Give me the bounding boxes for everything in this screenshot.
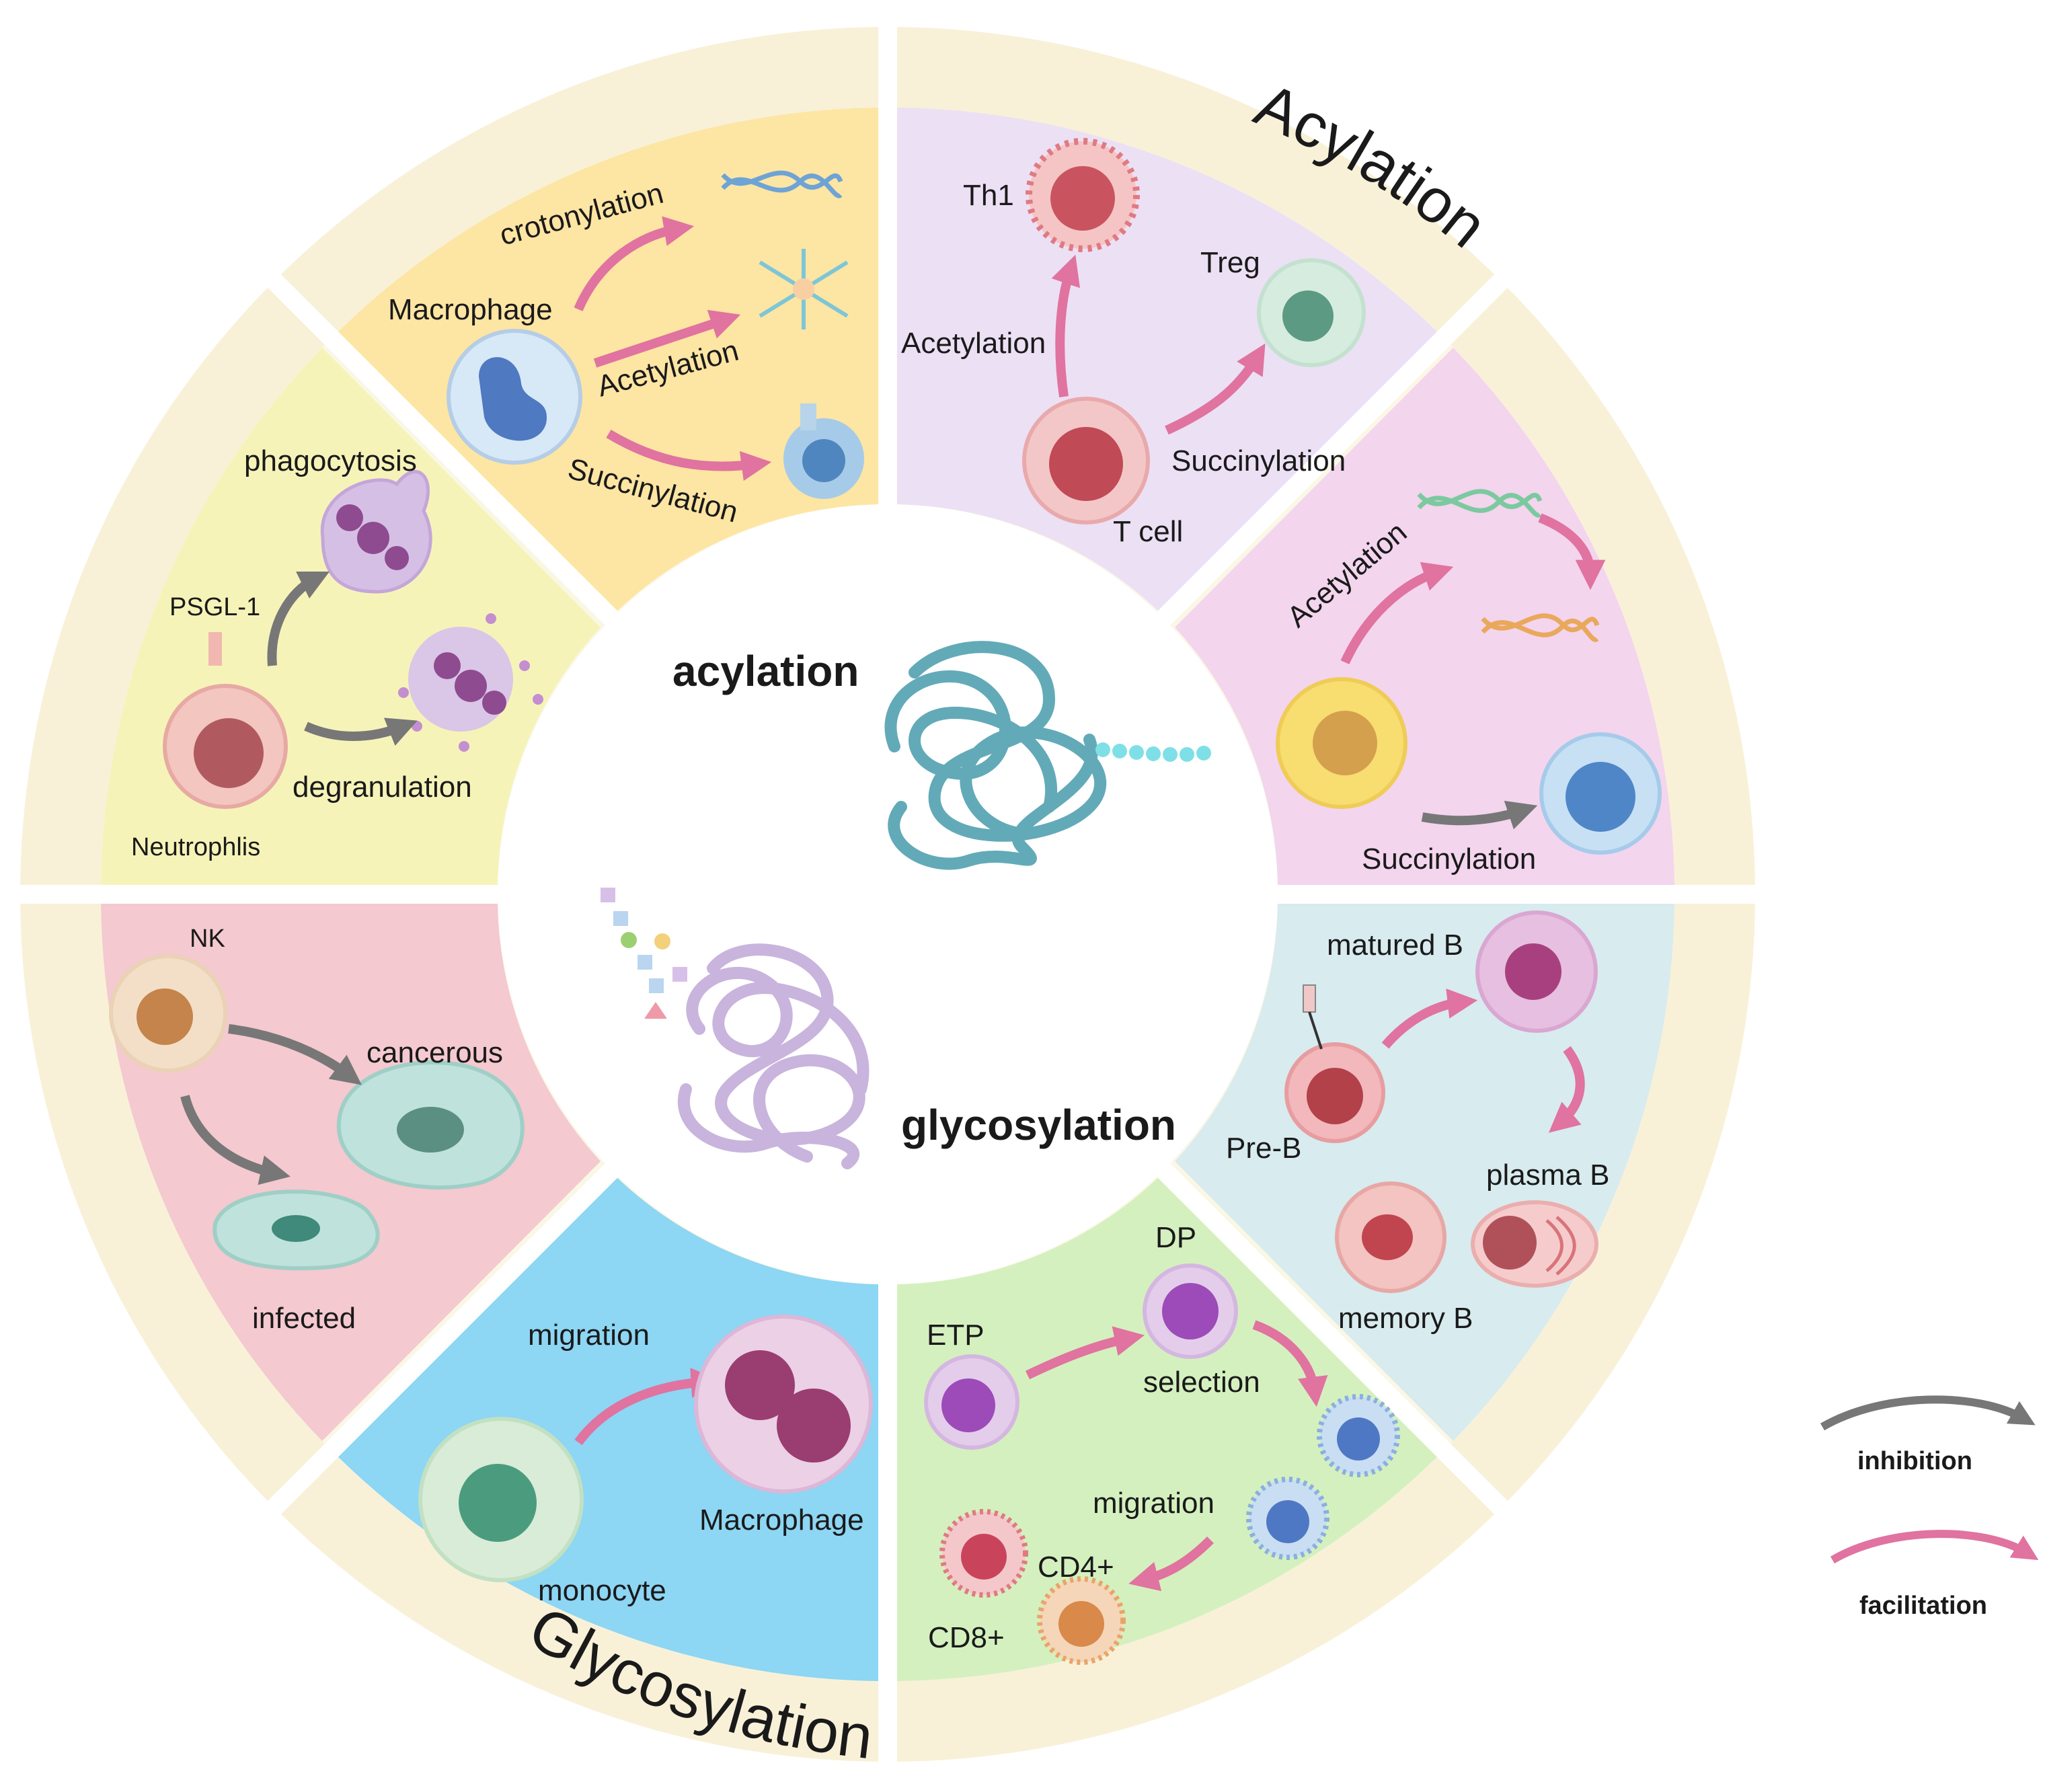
cd4-label: CD4+ (1038, 1551, 1114, 1584)
th1-label: Th1 (963, 179, 1014, 212)
legend-inhibition-arrow (1820, 1395, 2036, 1431)
preb-matured-arrow (1381, 988, 1478, 1049)
cd8-label: CD8+ (928, 1621, 1005, 1654)
etp-cell (924, 1354, 1019, 1450)
dp-selection-arrow (1252, 1320, 1328, 1407)
monocyte-cell (418, 1417, 584, 1582)
macrophage-label: Macrophage (388, 293, 553, 326)
tcell-label: T cell (1113, 515, 1183, 548)
monocyte-migration-arrow (574, 1368, 722, 1446)
neutrophil-cell (163, 632, 288, 809)
macrophage-succinylation-arrow (606, 429, 772, 481)
legend-inhibition-label: inhibition (1857, 1447, 1972, 1475)
macrophage-cell (447, 329, 582, 465)
tcell-acetylation-arrow (1051, 254, 1081, 397)
selection-label: selection (1143, 1366, 1260, 1399)
acylated-protein-icon (884, 641, 1107, 870)
etp-label: ETP (927, 1319, 985, 1352)
nucleosome-icon (759, 249, 849, 329)
phagocytosis-arrow (267, 571, 330, 666)
legend-facilitation-arrow (1830, 1530, 2039, 1564)
sector-bcell-glycosylation (1175, 901, 1674, 1441)
bcell-acyl-acetylation-arrow (1340, 561, 1454, 664)
treg-cell (1257, 258, 1366, 367)
plasma-b-label: plasma B (1486, 1159, 1609, 1192)
phagocytosis-cell (320, 470, 432, 594)
cancerous-label: cancerous (366, 1036, 503, 1069)
legend-facilitation-label: facilitation (1859, 1592, 1987, 1620)
dna-transition-arrow (1538, 513, 1606, 590)
center-label-glycosylation: glycosylation (901, 1101, 1176, 1149)
acyl-chain-icon (1095, 742, 1211, 762)
psgl1-label: PSGL-1 (169, 593, 260, 621)
etp-dp-arrow (1025, 1326, 1145, 1380)
dp-label: DP (1155, 1221, 1196, 1254)
selected-thymocyte-cell (1317, 1394, 1400, 1477)
glycosylated-protein-icon (678, 943, 870, 1169)
bcell-acyl-dna2-icon (1481, 613, 1600, 642)
degranulation-cell (398, 613, 543, 752)
memory-b-label: memory B (1338, 1302, 1473, 1335)
th1-cell (1026, 138, 1140, 252)
tcell-succinylation-label: Succinylation (1171, 444, 1346, 477)
bcell-acyl-succinylation-arrow (1421, 800, 1538, 830)
bcell-acyl-cell (1276, 677, 1407, 809)
migrating-thymocyte-cell (1246, 1477, 1329, 1560)
matured-b-cell (1475, 910, 1598, 1033)
tcell-cell (1022, 397, 1150, 524)
thymocyte-migration-label: migration (1093, 1487, 1214, 1520)
receptor-cell-icon (783, 403, 864, 499)
tcell-acetylation-label: Acetylation (901, 327, 1046, 360)
nk-cell (109, 954, 227, 1073)
infected-cell (213, 1190, 380, 1271)
crotonylation-arrow (574, 216, 695, 311)
thymocyte-migration-arrow (1128, 1536, 1214, 1592)
bcell-acyl-succinylation-label: Succinylation (1362, 843, 1536, 875)
degranulation-arrow (304, 717, 418, 746)
dp-cell (1143, 1263, 1238, 1359)
bcell-acyl-dna-icon (1417, 489, 1543, 518)
migration-label: migration (528, 1319, 650, 1352)
bcell-acyl-target-cell (1539, 732, 1662, 855)
cd8-cell (939, 1509, 1028, 1598)
monocyte-label: monocyte (538, 1574, 666, 1607)
center-circle (498, 504, 1278, 1284)
plasma-b-cell (1471, 1200, 1598, 1288)
glycan-chain-icon (601, 888, 687, 1019)
infected-label: infected (252, 1302, 356, 1335)
monocyte-macrophage-cell (694, 1315, 873, 1493)
dna-helix-icon (721, 170, 843, 198)
phagocytosis-label: phagocytosis (244, 444, 417, 477)
center-label-acylation: acylation (672, 647, 859, 695)
sector-nk (101, 901, 601, 1441)
pre-b-label: Pre-B (1226, 1132, 1301, 1165)
tcell-succinylation-arrow (1165, 343, 1266, 435)
nk-label: NK (190, 925, 225, 953)
matured-b-label: matured B (1327, 929, 1463, 962)
neutrophil-label: Neutrophlis (131, 833, 260, 861)
nk-cancerous-arrow (228, 1024, 362, 1085)
memory-b-cell (1335, 1181, 1446, 1293)
degranulation-label: degranulation (293, 771, 472, 804)
pre-b-cell (1284, 984, 1385, 1143)
sector-thymocyte (894, 1171, 1444, 1681)
monocyte-macrophage-label: Macrophage (699, 1504, 864, 1536)
cancerous-cell (336, 1060, 525, 1190)
matured-plasma-arrow (1549, 1046, 1585, 1133)
cd4-cell (1037, 1576, 1126, 1665)
legend: inhibition facilitation (1820, 1395, 2039, 1620)
nk-infected-arrow (180, 1095, 291, 1185)
treg-label: Treg (1200, 246, 1260, 279)
macrophage-acetylation-arrow (593, 309, 741, 368)
